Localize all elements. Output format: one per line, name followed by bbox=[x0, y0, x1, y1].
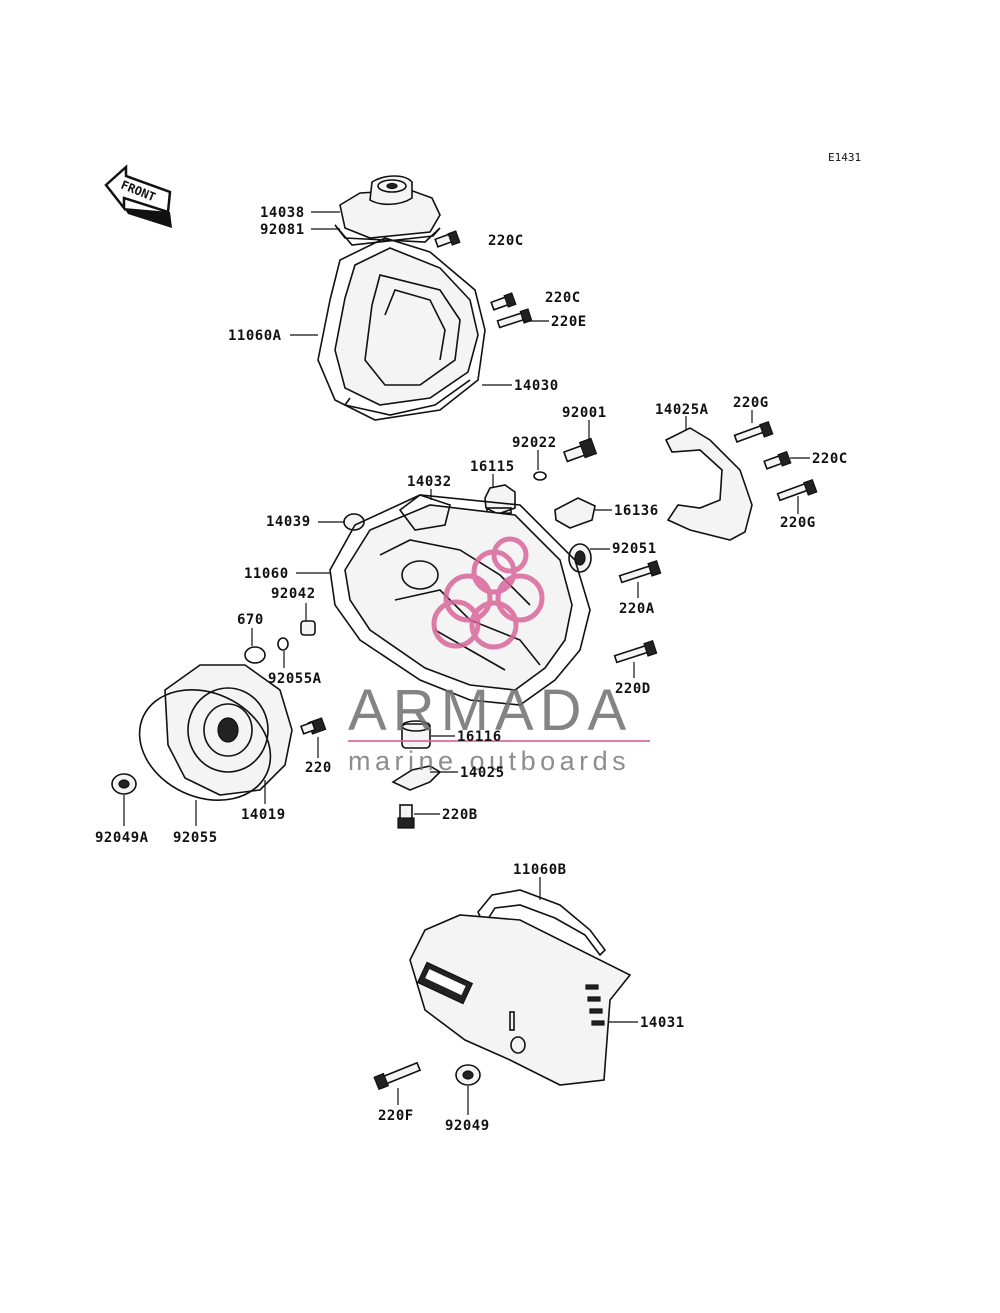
bolt-icon bbox=[490, 292, 517, 311]
part-drawing-92051 bbox=[568, 543, 592, 573]
part-drawing-11060 bbox=[329, 494, 591, 706]
bolt-icon bbox=[373, 1061, 422, 1091]
bolt-icon bbox=[618, 560, 662, 584]
bolt-icon bbox=[613, 640, 658, 664]
watermark-subtitle: marine outboards bbox=[348, 746, 630, 776]
part-drawing-16136 bbox=[554, 497, 596, 529]
part-label-92001: 92001 bbox=[562, 405, 607, 421]
part-drawing-92049a bbox=[111, 773, 137, 795]
part-drawing-92001 bbox=[562, 437, 598, 463]
part-label-16116: 16116 bbox=[457, 729, 502, 745]
part-drawing-670 bbox=[244, 646, 266, 664]
part-drawing-14031 bbox=[409, 914, 632, 1086]
part-label-220: 220 bbox=[305, 760, 332, 776]
part-label-92022: 92022 bbox=[512, 435, 557, 451]
watermark: ARMADA marine outboards bbox=[348, 536, 650, 776]
diagram-code: E1431 bbox=[828, 151, 861, 164]
part-label-11060b: 11060B bbox=[513, 862, 567, 878]
part-label-220e: 220E bbox=[551, 314, 587, 330]
bolt-icon bbox=[397, 804, 415, 829]
front-arrow-icon: FRONT bbox=[104, 164, 172, 228]
part-label-14025: 14025 bbox=[460, 765, 505, 781]
part-drawing-92055a bbox=[277, 637, 289, 651]
part-label-11060a: 11060A bbox=[228, 328, 282, 344]
part-label-14038: 14038 bbox=[260, 205, 305, 221]
part-drawing-11060a bbox=[317, 237, 486, 421]
part-label-92049a: 92049A bbox=[95, 830, 149, 846]
part-label-220c: 220C bbox=[812, 451, 848, 467]
part-drawing-14032 bbox=[344, 494, 573, 691]
part-drawing-14038 bbox=[339, 175, 441, 239]
bolt-icon bbox=[733, 420, 774, 443]
part-label-220g: 220G bbox=[780, 515, 816, 531]
bolt-icon bbox=[496, 308, 533, 329]
part-drawing-14019 bbox=[164, 664, 293, 796]
part-labels: 14038 92081 220C 220C 220E 11060A 14030 … bbox=[95, 205, 848, 1134]
part-label-92081: 92081 bbox=[260, 222, 305, 238]
part-label-14019: 14019 bbox=[241, 807, 286, 823]
part-label-16115: 16115 bbox=[470, 459, 515, 475]
bolt-icon bbox=[776, 478, 818, 502]
bolt-icon bbox=[763, 450, 792, 470]
part-drawing-92081 bbox=[334, 224, 441, 246]
part-label-14032: 14032 bbox=[407, 474, 452, 490]
part-label-220f: 220F bbox=[378, 1108, 414, 1124]
part-drawing-14025a bbox=[664, 427, 753, 541]
watermark-logo-icon bbox=[431, 536, 545, 650]
part-label-14031: 14031 bbox=[640, 1015, 685, 1031]
part-label-92049: 92049 bbox=[445, 1118, 490, 1134]
part-drawing-92042 bbox=[300, 620, 316, 636]
leader-lines bbox=[123, 211, 810, 1115]
part-drawing-11060b bbox=[477, 889, 607, 957]
part-label-92042: 92042 bbox=[271, 586, 316, 602]
part-label-92055a: 92055A bbox=[268, 671, 322, 687]
part-label-220g: 220G bbox=[733, 395, 769, 411]
bolt-icon bbox=[299, 717, 327, 735]
watermark-title: ARMADA bbox=[348, 678, 632, 743]
bolt-icon bbox=[434, 230, 461, 248]
part-label-11060: 11060 bbox=[244, 566, 289, 582]
part-label-220b: 220B bbox=[442, 807, 478, 823]
part-drawing-92055 bbox=[138, 689, 272, 801]
part-label-92055: 92055 bbox=[173, 830, 218, 846]
part-drawing-92049 bbox=[455, 1064, 481, 1086]
part-label-670: 670 bbox=[237, 612, 264, 628]
part-label-14030: 14030 bbox=[514, 378, 559, 394]
part-drawing-92022 bbox=[533, 471, 547, 481]
part-label-220c: 220C bbox=[488, 233, 524, 249]
part-drawing-14030 bbox=[334, 247, 479, 416]
part-label-220a: 220A bbox=[619, 601, 655, 617]
part-label-220c: 220C bbox=[545, 290, 581, 306]
part-label-16136: 16136 bbox=[614, 503, 659, 519]
part-label-220d: 220D bbox=[615, 681, 651, 697]
part-label-14039: 14039 bbox=[266, 514, 311, 530]
part-label-92051: 92051 bbox=[612, 541, 657, 557]
part-label-14025a: 14025A bbox=[655, 402, 709, 418]
